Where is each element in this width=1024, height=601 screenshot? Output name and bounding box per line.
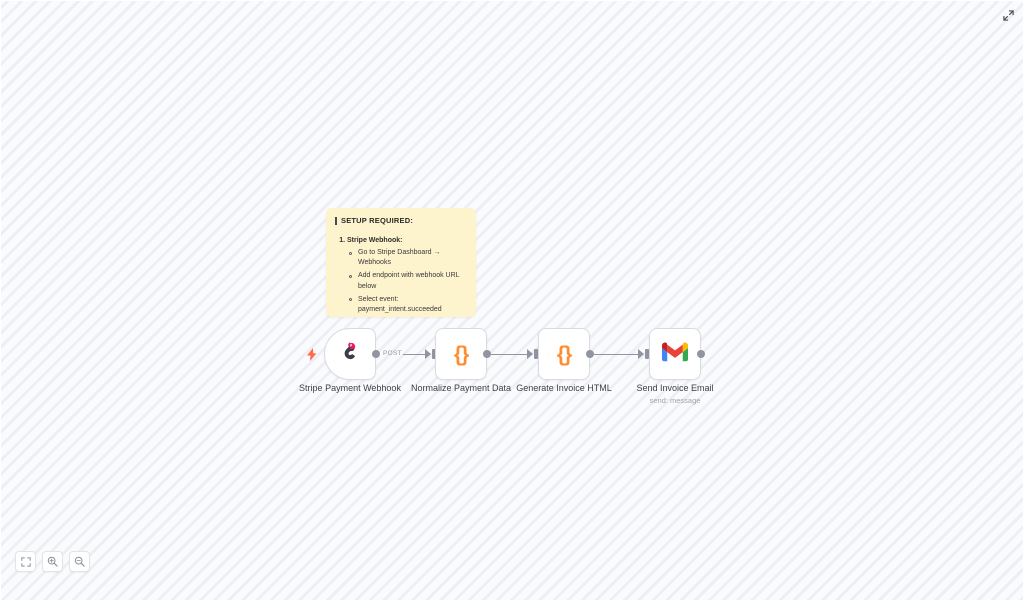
setup-note-sublist: Go to Stripe Dashboard → Webhooks Add en… — [347, 248, 466, 315]
setup-note-title: SETUP REQUIRED: — [335, 217, 466, 225]
edge-1 — [403, 353, 426, 355]
zoom-out-button[interactable] — [69, 551, 90, 572]
gmail-icon — [662, 341, 688, 367]
node-label-send-invoice-email: Send Invoice Email — [636, 383, 714, 393]
node-send-invoice-email[interactable] — [649, 328, 701, 380]
stripe-icon — [338, 339, 363, 369]
port-in-generate-invoice-html[interactable] — [534, 349, 538, 359]
port-out-generate-invoice-html[interactable] — [586, 350, 594, 358]
setup-note-item-label: Stripe Webhook: — [347, 237, 403, 244]
canvas-controls — [15, 551, 90, 572]
edge-label-post: POST — [383, 350, 402, 357]
node-normalize-payment-data[interactable]: {} — [435, 328, 487, 380]
setup-note-title-text: SETUP REQUIRED: — [341, 216, 414, 226]
node-label-generate-invoice-html: Generate Invoice HTML — [516, 383, 612, 393]
note-accent-bar — [335, 217, 337, 225]
node-stripe-payment-webhook[interactable] — [324, 328, 376, 380]
port-out-send-invoice-email[interactable] — [697, 350, 705, 358]
edge-3 — [594, 353, 638, 355]
zoom-in-button[interactable] — [42, 551, 63, 572]
edge-arrow-2 — [527, 349, 533, 359]
expand-icon[interactable] — [999, 6, 1017, 24]
port-out-normalize-payment-data[interactable] — [483, 350, 491, 358]
edge-arrow-3 — [638, 349, 644, 359]
setup-note-bullet: Select event: payment_intent.succeeded — [349, 295, 466, 315]
port-in-normalize-payment-data[interactable] — [432, 349, 436, 359]
setup-note-item: Stripe Webhook: Go to Stripe Dashboard →… — [347, 236, 466, 315]
node-generate-invoice-html[interactable]: {} — [538, 328, 590, 380]
edge-2 — [491, 353, 527, 355]
fit-view-button[interactable] — [15, 551, 36, 572]
setup-note-list: Stripe Webhook: Go to Stripe Dashboard →… — [335, 236, 466, 315]
code-braces-icon: {} — [556, 342, 572, 366]
node-label-normalize-payment-data: Normalize Payment Data — [410, 383, 512, 393]
zoom-out-icon — [74, 556, 85, 567]
setup-note-bullet: Add endpoint with webhook URL below — [349, 271, 466, 291]
node-subtitle-send-invoice-email: send: message — [649, 396, 701, 405]
port-in-send-invoice-email[interactable] — [645, 349, 649, 359]
fit-view-icon — [20, 556, 31, 567]
edge-arrow-1 — [425, 349, 431, 359]
code-braces-icon: {} — [453, 342, 469, 366]
setup-note-bullet: Go to Stripe Dashboard → Webhooks — [349, 248, 466, 268]
lightning-bolt-icon — [307, 348, 317, 364]
zoom-in-icon — [47, 556, 58, 567]
setup-note[interactable]: SETUP REQUIRED: Stripe Webhook: Go to St… — [326, 208, 476, 317]
port-out-stripe-payment-webhook[interactable] — [372, 350, 380, 358]
node-label-stripe-payment-webhook: Stripe Payment Webhook — [299, 383, 401, 393]
